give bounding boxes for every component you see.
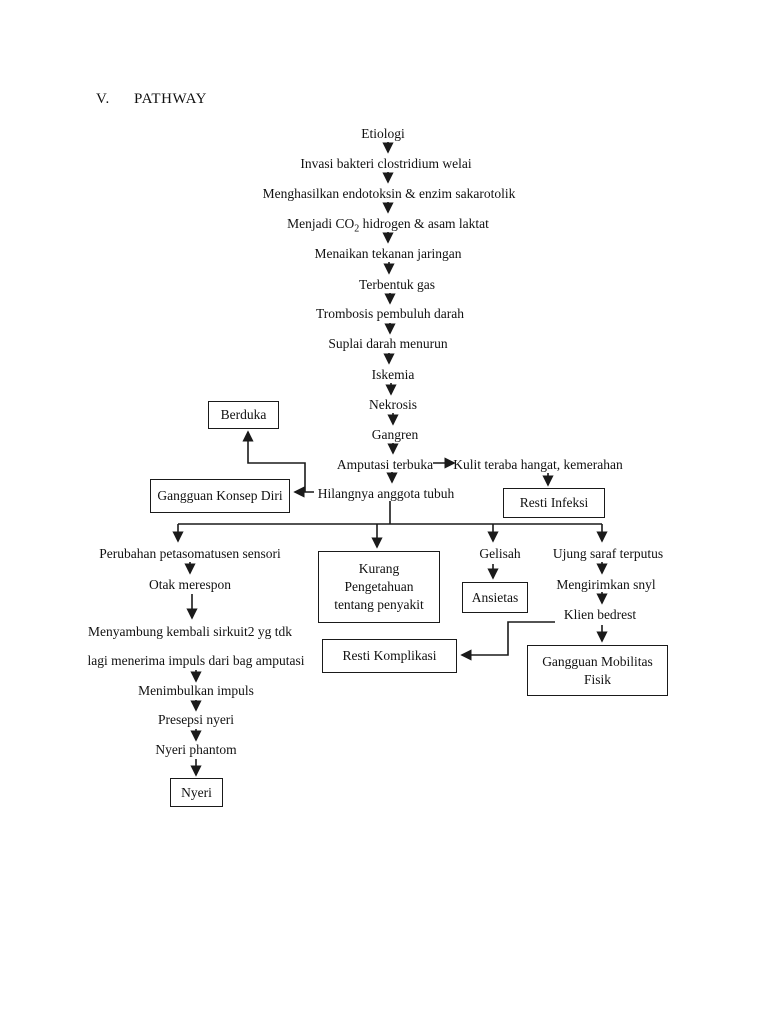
node-perubahan-sensori: Perubahan petasomatusen sensori bbox=[99, 546, 281, 561]
node-menjadi-co2: Menjadi CO2 hidrogen & asam laktat bbox=[287, 216, 489, 234]
box-gangguan-mobilitas: Gangguan Mobilitas Fisik bbox=[527, 645, 668, 696]
box-ansietas: Ansietas bbox=[462, 582, 528, 613]
node-menghasilkan-endotoksin: Menghasilkan endotoksin & enzim sakaroto… bbox=[262, 186, 516, 201]
node-otak-merespon: Otak merespon bbox=[148, 577, 232, 592]
node-invasi-bakteri: Invasi bakteri clostridium welai bbox=[300, 156, 472, 171]
node-klien-bedrest: Klien bedrest bbox=[563, 607, 637, 622]
node-menimbulkan-impuls: Menimbulkan impuls bbox=[138, 683, 254, 698]
node-gangren: Gangren bbox=[371, 427, 419, 442]
node-ujung-saraf: Ujung saraf terputus bbox=[552, 546, 664, 561]
node-presepsi-nyeri: Presepsi nyeri bbox=[157, 712, 235, 727]
box-berduka: Berduka bbox=[208, 401, 279, 429]
node-gelisah: Gelisah bbox=[479, 546, 521, 561]
node-terbentuk-gas: Terbentuk gas bbox=[359, 277, 435, 292]
node-nekrosis: Nekrosis bbox=[369, 397, 417, 412]
node-menyambung-line2: lagi menerima impuls dari bag amputasi bbox=[87, 653, 305, 668]
box-nyeri: Nyeri bbox=[170, 778, 223, 807]
co2-subscript: 2 bbox=[354, 223, 360, 235]
node-amputasi-terbuka: Amputasi terbuka bbox=[336, 457, 434, 472]
node-menaikan-tekanan: Menaikan tekanan jaringan bbox=[314, 246, 462, 261]
node-menyambung-line1: Menyambung kembali sirkuit2 yg tdk bbox=[88, 624, 292, 639]
node-iskemia: Iskemia bbox=[371, 367, 415, 382]
node-etiologi: Etiologi bbox=[361, 126, 405, 141]
box-resti-komplikasi: Resti Komplikasi bbox=[322, 639, 457, 673]
node-mengirimkan-snyl: Mengirimkan snyl bbox=[556, 577, 656, 592]
gangguan-mobilitas-line1: Gangguan Mobilitas bbox=[542, 653, 653, 669]
box-resti-infeksi: Resti Infeksi bbox=[503, 488, 605, 518]
page-title: PATHWAY bbox=[134, 91, 208, 107]
menjadi-text-post: hidrogen & asam laktat bbox=[362, 216, 489, 231]
node-trombosis: Trombosis pembuluh darah bbox=[316, 306, 464, 321]
kurang-line2: Pengetahuan bbox=[344, 579, 414, 594]
node-hilangnya-anggota: Hilangnya anggota tubuh bbox=[317, 486, 455, 501]
node-nyeri-phantom: Nyeri phantom bbox=[155, 742, 237, 757]
gangguan-mobilitas-line2: Fisik bbox=[583, 671, 611, 687]
box-gangguan-konsep-diri: Gangguan Konsep Diri bbox=[150, 479, 290, 513]
node-kulit-teraba: Kulit teraba hangat, kemerahan bbox=[453, 457, 623, 472]
section-number: V. bbox=[96, 91, 110, 107]
menjadi-text-pre: Menjadi CO bbox=[287, 216, 355, 231]
node-suplai-darah: Suplai darah menurun bbox=[328, 336, 448, 351]
box-kurang-pengetahuan: Kurang Pengetahuan tentang penyakit bbox=[318, 551, 440, 623]
kurang-line3: tentang penyakit bbox=[334, 597, 424, 612]
kurang-line1: Kurang bbox=[358, 561, 400, 576]
